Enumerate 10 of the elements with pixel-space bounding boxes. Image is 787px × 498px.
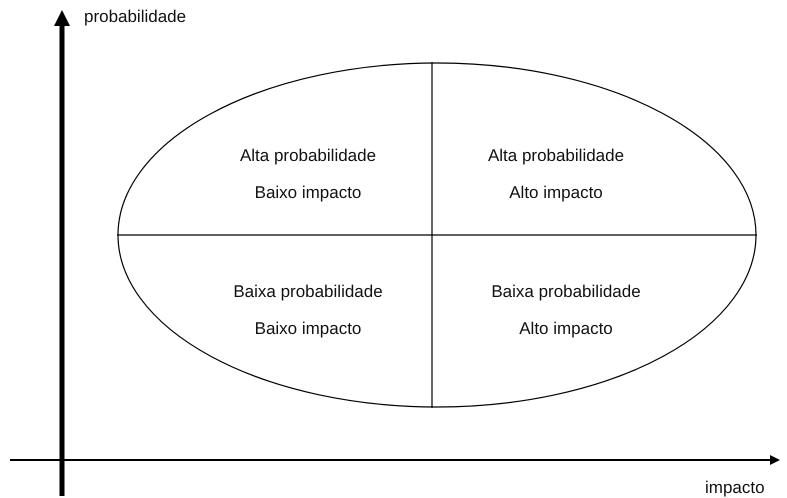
y-axis-label: probabilidade <box>84 7 186 27</box>
quadrant-label: Alto impacto <box>508 182 604 204</box>
quadrant-label: Alta probabilidade <box>486 145 626 167</box>
quadrant-label: Baixo impacto <box>254 318 362 340</box>
quadrant-label: Baixa probabilidade <box>232 281 384 303</box>
quadrant-label: Alta probabilidade <box>238 145 378 167</box>
quadrant-label: Alto impacto <box>518 318 614 340</box>
quadrant-label: Baixa probabilidade <box>490 281 642 303</box>
x-axis-label: impacto <box>705 478 765 498</box>
quadrant-label: Baixo impacto <box>254 182 362 204</box>
